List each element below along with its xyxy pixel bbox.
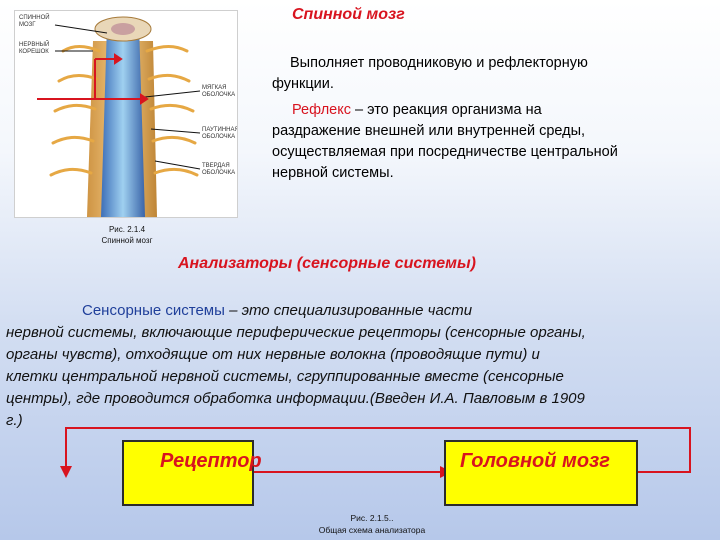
sensory-term: Сенсорные системы (82, 302, 225, 319)
sensory-line-1: Сенсорные системы – это специализированн… (6, 300, 718, 322)
brain-box (444, 440, 638, 506)
function-line-1: Выполняет проводниковую и рефлекторную (290, 55, 588, 71)
sensory-def-start: – это специализированные части (224, 302, 473, 319)
diagram-caption-number: Рис. 2.1.5.. (350, 513, 394, 523)
figure-caption-number: Рис. 2.1.4 (108, 225, 146, 234)
reflex-line-2: раздражение внешней или внутренней среды… (272, 123, 586, 139)
feedback-line (65, 427, 691, 473)
label-spinal-cord: спинной мозг (19, 15, 50, 28)
label-arachnoid: паутинная оболочка (202, 127, 238, 140)
receptor-box (122, 440, 254, 506)
arrow-to-receptor (60, 466, 72, 478)
reflex-def-start: – это реакция организма на (351, 102, 542, 118)
label-dura-mater: твердая оболочка (202, 163, 236, 176)
receptor-label: Рецептор (160, 450, 262, 472)
analyzers-title: Анализаторы (сенсорные системы) (178, 255, 476, 272)
label-pia-mater: мягкая оболочка (202, 85, 236, 98)
reflex-line-3: осуществляемая при посредничестве центра… (272, 144, 618, 160)
reflex-line-1: Рефлекс – это реакция организма на (272, 100, 717, 121)
sensory-line-4: клетки центральной нервной системы, сгру… (6, 368, 564, 385)
diagram-caption: Рис. 2.1.5.. Общая схема анализатора (302, 512, 442, 536)
sensory-line-5: центры), где проводится обработка информ… (6, 390, 585, 407)
page-title: Спинной мозг (292, 6, 405, 23)
diagram-caption-title: Общая схема анализатора (318, 525, 426, 535)
sensory-line-3: органы чувств), отходящие от них нервные… (6, 346, 540, 363)
figure-caption-title: Спинной мозг (101, 236, 153, 245)
spinal-cord-figure: спинной мозг нервный корешок мягкая обол… (14, 10, 238, 218)
brain-label: Головной мозг (460, 450, 610, 472)
reflex-term: Рефлекс (292, 102, 351, 118)
label-nerve-root: нервный корешок (19, 42, 50, 55)
function-text: Выполняет проводниковую и рефлекторную ф… (272, 53, 712, 95)
sensory-line-2: нервной системы, включающие периферическ… (6, 324, 586, 341)
reflex-line-4: нервной системы. (272, 165, 394, 181)
reflex-definition: Рефлекс – это реакция организма на раздр… (272, 100, 717, 184)
sensory-line-6: г.) (6, 412, 23, 429)
sensory-definition: Сенсорные системы – это специализированн… (6, 300, 718, 432)
figure-caption: Рис. 2.1.4 Спинной мозг (84, 224, 170, 246)
spinal-cord-illustration (37, 16, 201, 217)
function-line-2: функции. (272, 76, 334, 92)
